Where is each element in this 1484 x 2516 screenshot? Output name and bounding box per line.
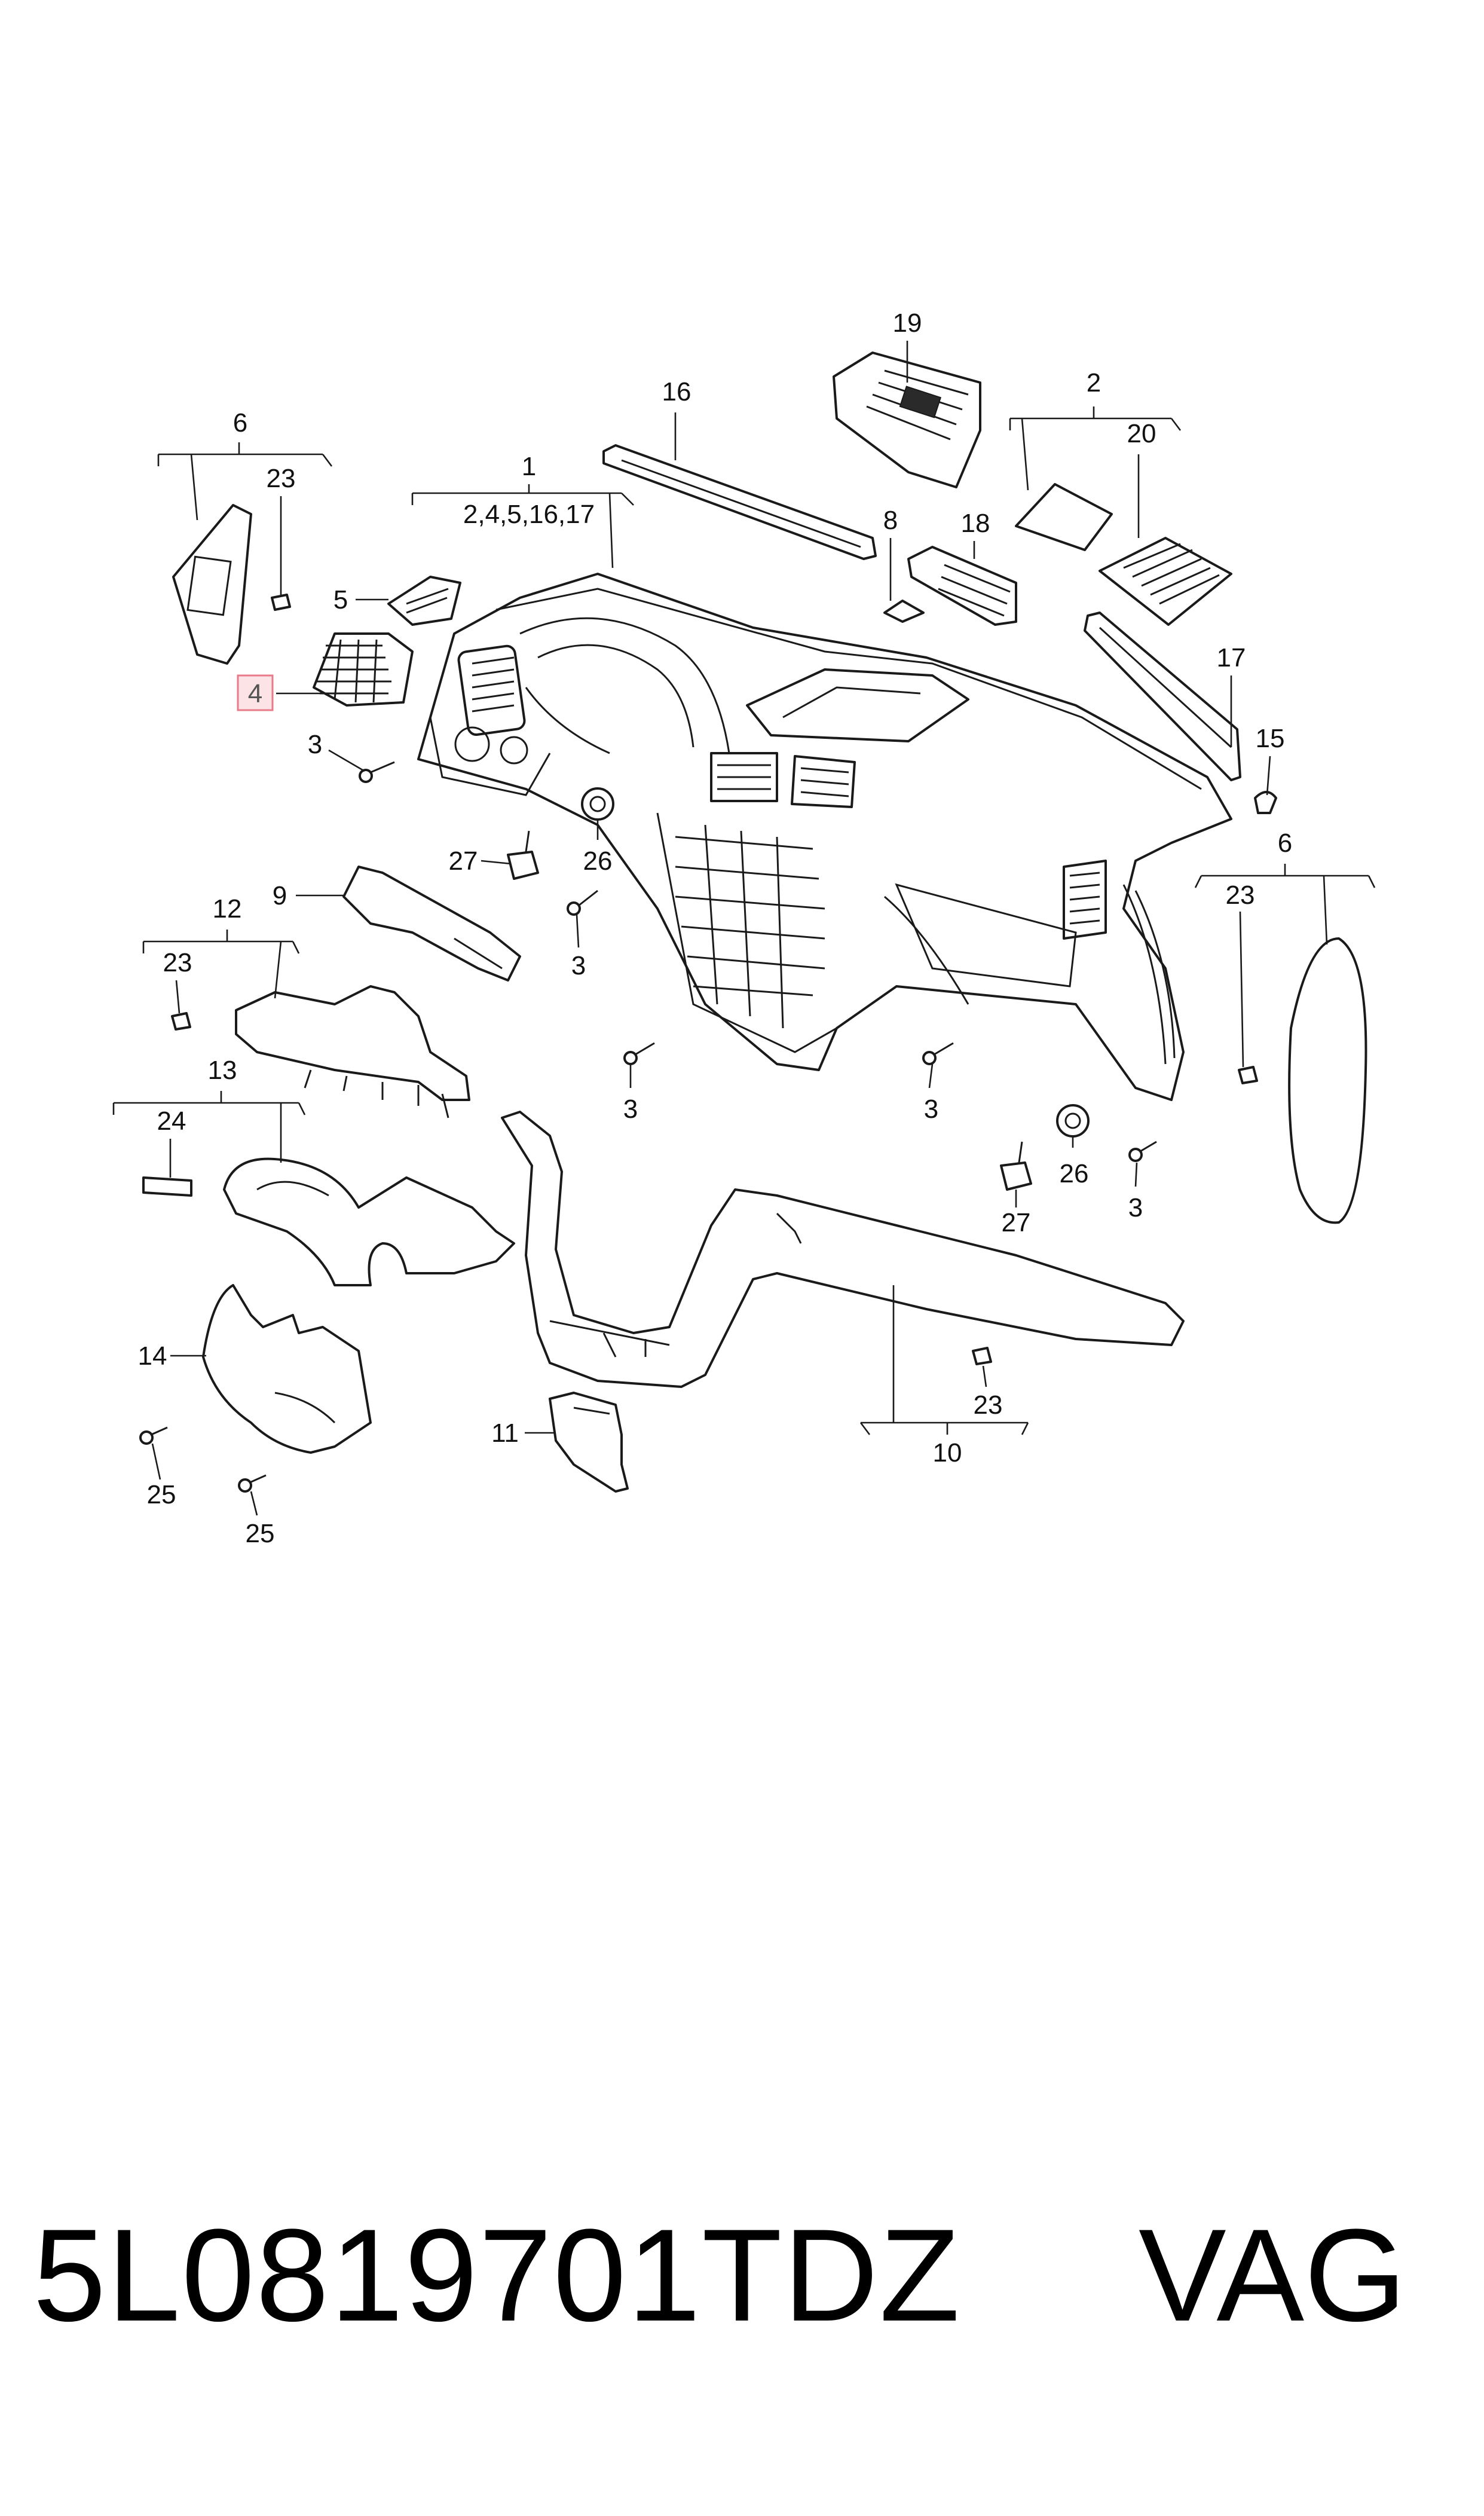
callout-15: 15: [1256, 724, 1285, 753]
callout-5: 5: [333, 585, 348, 615]
callout-13: 13: [208, 1056, 237, 1085]
screw-3-lower-right: [922, 1042, 954, 1065]
callout-6-left: 6: [233, 408, 247, 438]
callout-26-left: 26: [583, 846, 613, 876]
clip-23-right: [1238, 1066, 1258, 1084]
callout-23-right: 23: [1226, 881, 1255, 910]
part-8-clip[interactable]: [883, 600, 925, 623]
fastener-27-right: [1000, 1141, 1032, 1191]
clip-23-icons: [171, 594, 1258, 1365]
callout-8: 8: [883, 506, 898, 535]
callout-6-right: 6: [1278, 829, 1292, 858]
part-2-cover[interactable]: [1015, 483, 1113, 551]
callout-26-right: 26: [1060, 1159, 1089, 1188]
part-9-trim-strip[interactable]: [342, 866, 521, 982]
callout-1-sub: 2,4,5,16,17: [463, 500, 595, 529]
callout-25-upper: 25: [147, 1480, 176, 1509]
part-16-defroster-strip[interactable]: [602, 444, 877, 560]
callout-14: 14: [138, 1341, 167, 1371]
clip-23-bottom: [972, 1347, 992, 1365]
screw-icons: [139, 761, 1157, 1493]
screw-3-center-left: [567, 889, 598, 916]
part-20-speaker-grille[interactable]: [1099, 537, 1232, 626]
callout-16: 16: [662, 377, 691, 406]
dashboard-panel[interactable]: [417, 573, 1232, 1101]
callout-19: 19: [893, 308, 922, 338]
callout-17: 17: [1217, 643, 1246, 672]
callout-3-left: 3: [308, 730, 322, 759]
callout-27-left: 27: [449, 846, 478, 876]
callout-20: 20: [1127, 419, 1156, 448]
part-12-column-cover-upper[interactable]: [235, 985, 470, 1118]
callout-2: 2: [1087, 368, 1101, 398]
screw-25-upper: [139, 1426, 168, 1445]
callout-3-lower-center: 3: [623, 1095, 638, 1124]
callout-18: 18: [961, 509, 990, 538]
callout-4-highlight: [237, 674, 274, 711]
part-11-bracket[interactable]: [549, 1392, 629, 1493]
callout-9: 9: [273, 881, 287, 910]
fastener-27-left: [507, 830, 539, 880]
brand-label: VAG: [1139, 2202, 1407, 2349]
part-24-clip[interactable]: [142, 1176, 192, 1197]
part-5-vent[interactable]: [387, 576, 461, 626]
callout-12: 12: [213, 894, 242, 924]
screw-3-lower-center: [623, 1042, 655, 1065]
fastener-icons: [507, 787, 1090, 1191]
callout-4: 4: [248, 679, 262, 708]
callout-24: 24: [157, 1106, 186, 1136]
clip-23-mid-left: [171, 1012, 191, 1031]
callout-10: 10: [933, 1438, 962, 1468]
screw-25-lower: [238, 1474, 267, 1493]
part-17-defroster-strip-right[interactable]: [1084, 612, 1241, 781]
callout-1: 1: [522, 452, 536, 481]
part-15-plug[interactable]: [1254, 791, 1277, 814]
callout-11: 11: [491, 1419, 519, 1448]
part-6-side-cover-left[interactable]: [172, 504, 252, 665]
part-13-column-shroud[interactable]: [223, 1157, 515, 1286]
callout-3-center-left: 3: [571, 951, 586, 980]
part-18-vent-bracket[interactable]: [907, 546, 1017, 626]
part-4-vent[interactable]: [313, 632, 414, 707]
fastener-26-right: [1056, 1104, 1090, 1138]
part-14-column-shroud-lower[interactable]: [202, 1284, 372, 1454]
fastener-26-left: [581, 787, 614, 821]
callout-23-bottom: 23: [974, 1390, 1003, 1420]
clip-23-top-left: [271, 594, 291, 611]
callout-labels: 1 2,4,5,16,17 16 19 2 20 8 18 17 15 6 23…: [138, 308, 1293, 1548]
part-number-label: 5L0819701TDZ: [33, 2202, 961, 2349]
callout-23-mid-left: 23: [163, 948, 192, 977]
callout-27-right: 27: [1002, 1208, 1031, 1237]
part-10-cross-member[interactable]: [501, 1111, 1185, 1388]
callout-25-lower: 25: [246, 1519, 275, 1548]
screw-3-right: [1128, 1141, 1157, 1162]
part-19-center-vent[interactable]: [833, 351, 981, 488]
screw-3-left: [359, 761, 395, 783]
leader-lines: [112, 341, 1376, 1516]
part-6-side-cover-right[interactable]: [1288, 937, 1367, 1224]
callout-3-lower-right: 3: [924, 1095, 938, 1124]
callout-23-top-left: 23: [267, 464, 296, 493]
callout-3-right: 3: [1128, 1193, 1143, 1222]
